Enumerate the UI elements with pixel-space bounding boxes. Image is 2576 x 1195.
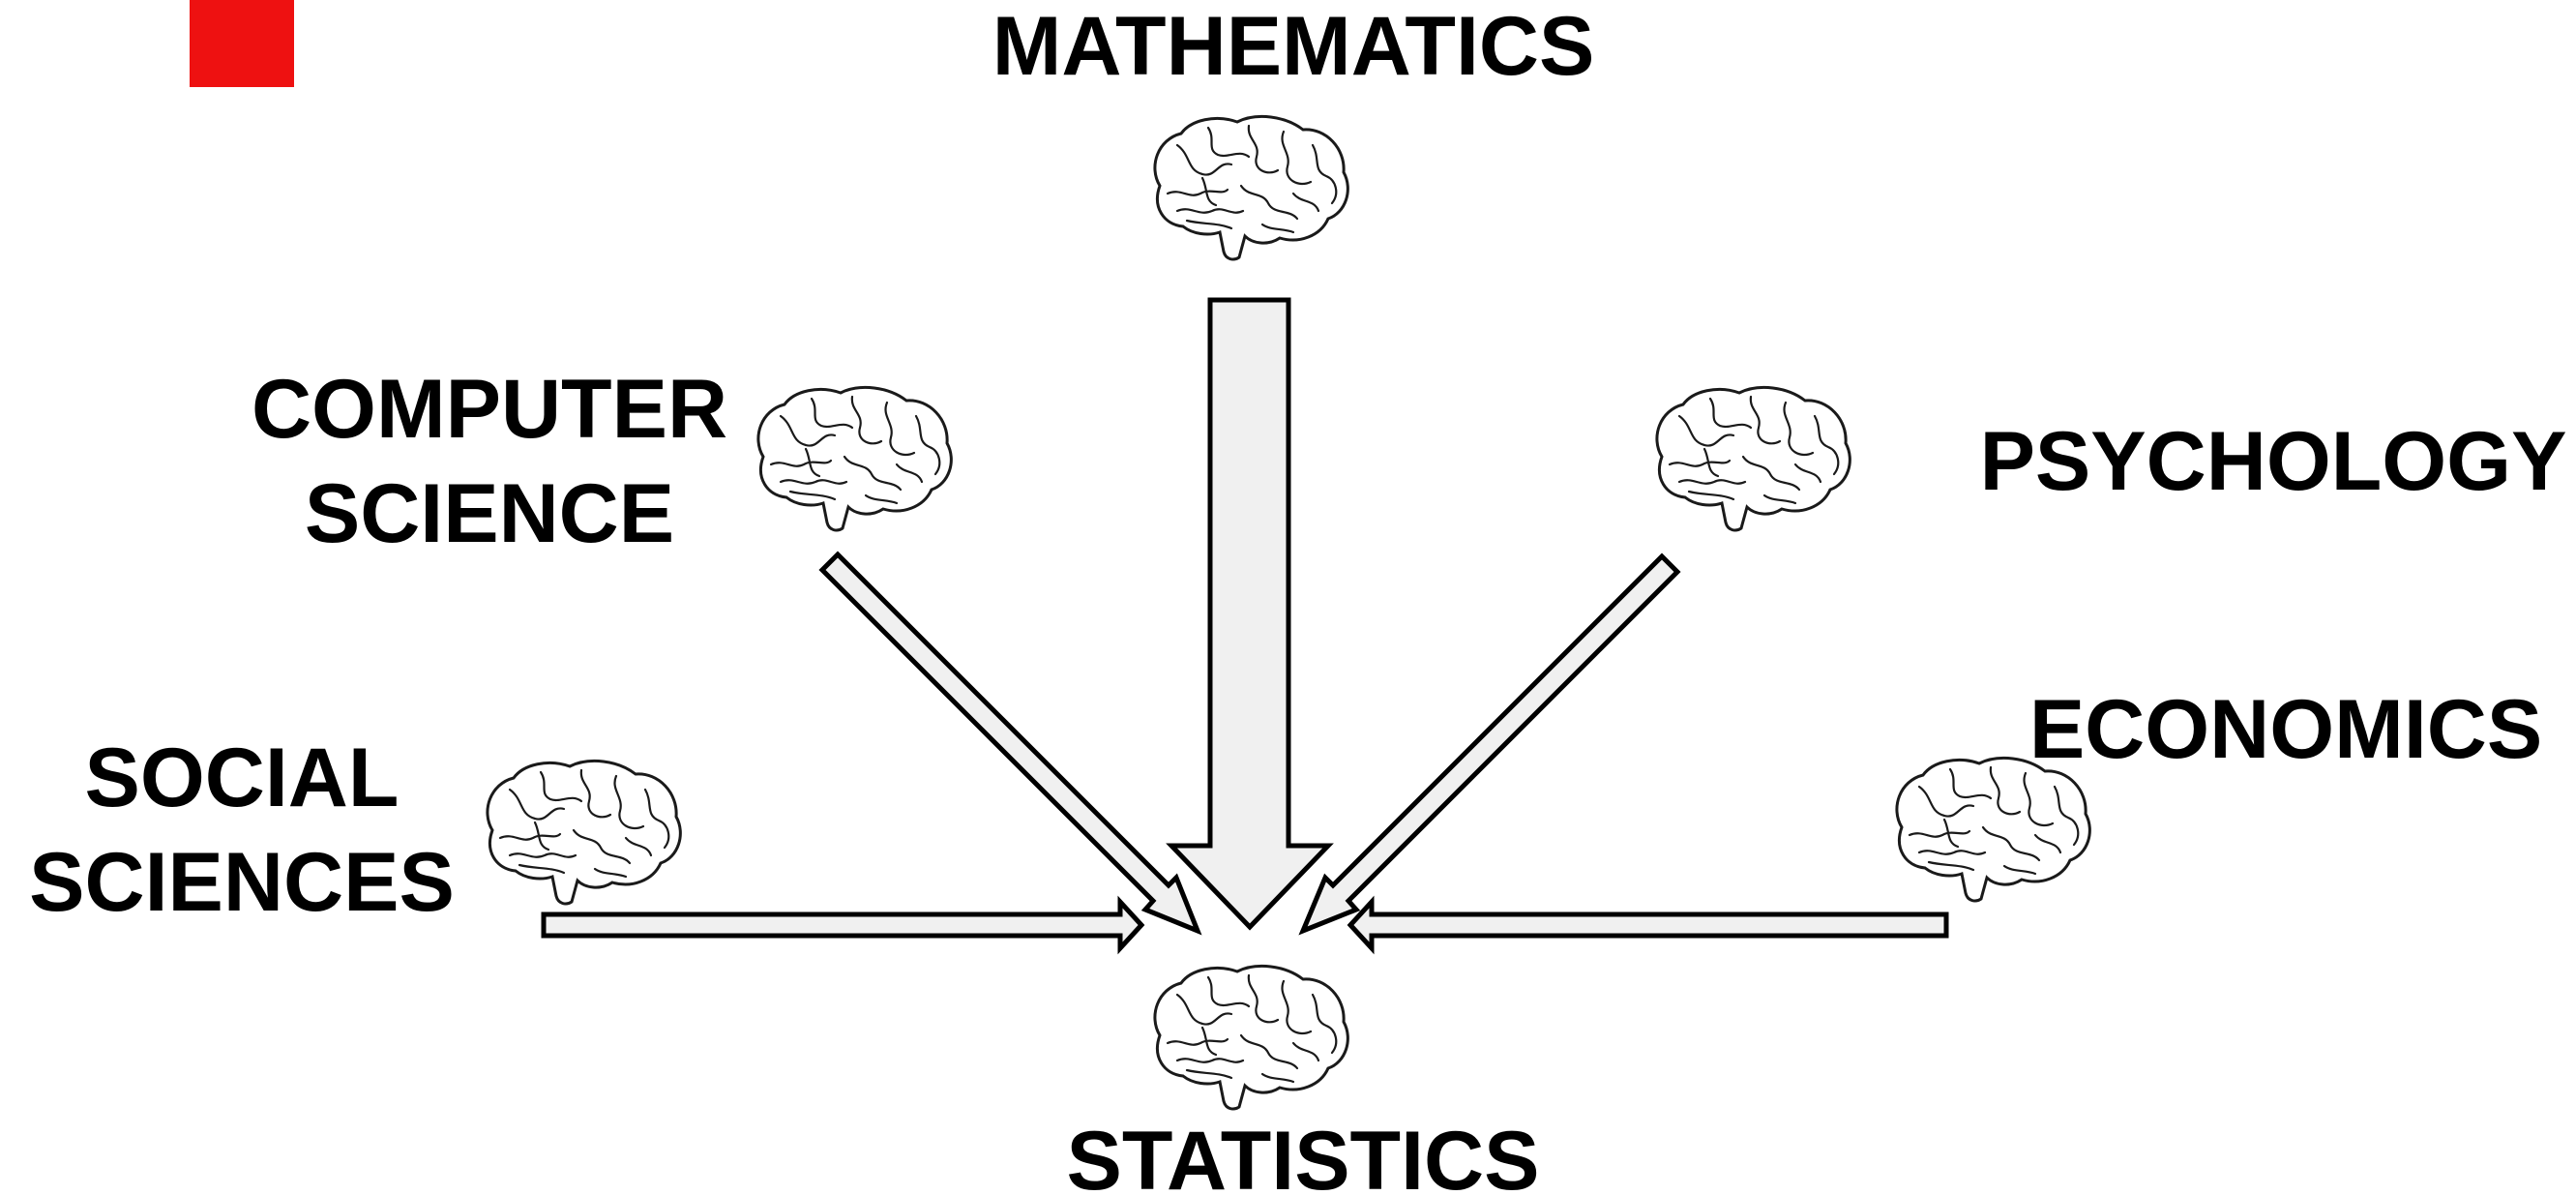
- label-social-sciences-line2: SCIENCES: [29, 836, 455, 929]
- brain-icon-statistics: [1153, 964, 1349, 1111]
- arrow-social-sciences-to-statistics: [541, 895, 1145, 955]
- brain-icon-economics: [1895, 756, 2091, 903]
- arrow-economics-to-statistics: [1347, 895, 1949, 955]
- label-statistics: STATISTICS: [1067, 1115, 1540, 1195]
- label-psychology: PSYCHOLOGY: [1980, 415, 2567, 508]
- arrow-psychology-to-statistics: [1298, 553, 1681, 936]
- label-computer-science-line1: COMPUTER: [252, 363, 727, 456]
- brain-icon-social-sciences: [486, 759, 682, 906]
- arrow-mathematics-to-statistics: [1166, 297, 1334, 931]
- brain-icon-mathematics: [1153, 114, 1349, 261]
- label-social-sciences-line1: SOCIAL: [85, 732, 400, 824]
- label-economics: ECONOMICS: [2029, 683, 2542, 776]
- arrow-computer-science-to-statistics: [818, 551, 1202, 936]
- label-mathematics: MATHEMATICS: [992, 0, 1595, 93]
- label-computer-science-line2: SCIENCE: [305, 467, 674, 560]
- brain-icon-computer-science: [756, 385, 953, 532]
- brain-icon-psychology: [1655, 385, 1851, 532]
- red-accent-square: [190, 0, 294, 87]
